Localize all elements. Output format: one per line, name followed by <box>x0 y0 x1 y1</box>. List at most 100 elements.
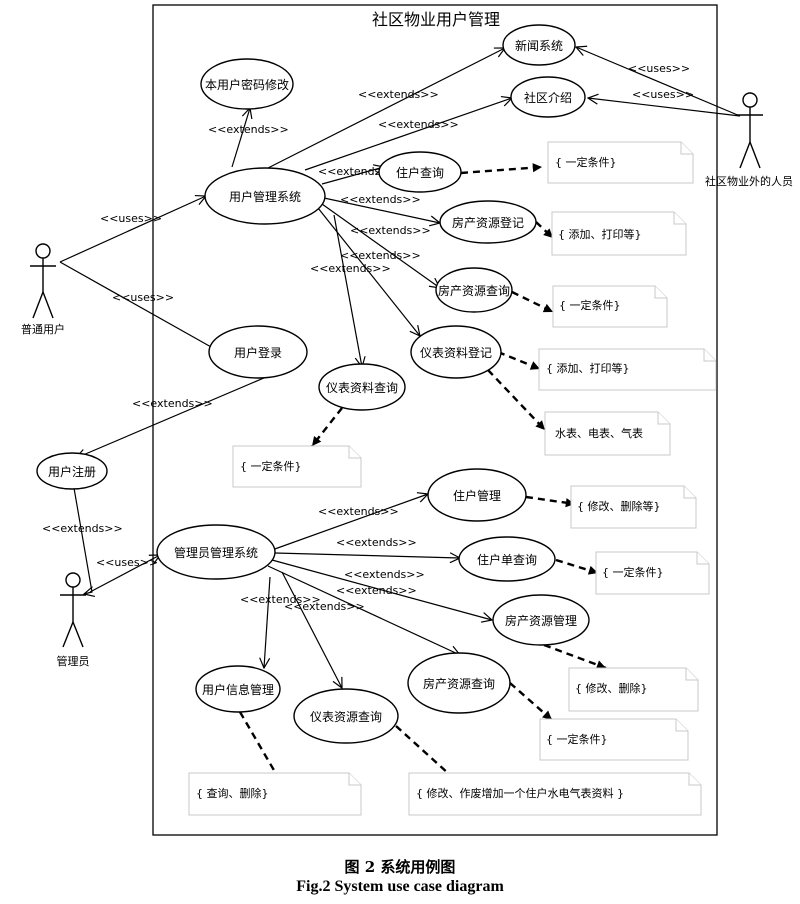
extends-label: <<extends>> <box>336 536 417 549</box>
uses-label: <<uses>> <box>112 291 174 304</box>
usecase-property-query: 房产资源查询 <box>435 267 513 313</box>
system-boundary <box>152 4 718 836</box>
note-text: { 添加、打印等} <box>558 227 642 241</box>
assoc-outsider-news <box>576 47 741 117</box>
note-text: { 修改、作废增加一个住户水电气表资料 } <box>416 786 624 800</box>
actor-head <box>742 92 758 108</box>
assoc-admin-adminmgmt <box>89 555 160 593</box>
assoc-user-usermgmt <box>59 196 206 263</box>
note-4: { 添加、打印等} <box>538 348 717 391</box>
note-text: { 修改、删除} <box>575 681 648 695</box>
actor-outsider: 社区物业外的人员 <box>705 92 793 188</box>
assoc-adminmgmt-residentmgmt <box>271 494 428 551</box>
assoc-usermgmt-intro <box>304 98 512 171</box>
extends-label: <<extends>> <box>350 224 431 237</box>
system-title: 社区物业用户管理 <box>372 10 500 29</box>
note-3: { 一定条件} <box>552 285 668 328</box>
dash-propreg-note <box>535 221 554 239</box>
usecase-intro: 社区介绍 <box>510 76 586 118</box>
extends-label: <<extends>> <box>340 249 421 262</box>
note-11: { 查询、删除} <box>188 772 362 816</box>
dash-meterquery-note <box>311 407 343 447</box>
usecase-label: 新闻系统 <box>515 38 563 53</box>
usecase-login: 用户登录 <box>208 325 308 379</box>
usecase-user-info-mgmt: 用户信息管理 <box>195 665 281 713</box>
notes: { 一定条件} { 添加、打印等} { 一定条件} { 添加、打印等} <box>188 141 717 816</box>
usecase-label: 用户注册 <box>48 464 96 479</box>
uses-label: <<uses>> <box>100 212 162 225</box>
note-text: 水表、电表、气表 <box>555 426 643 440</box>
uses-label: <<uses>> <box>632 88 694 101</box>
dash-userinfo-note <box>238 711 277 773</box>
usecase-label: 用户登录 <box>234 345 282 360</box>
usecase-label: 社区介绍 <box>524 90 572 105</box>
assoc-adminmgmt-propsourcequery <box>267 565 460 655</box>
assoc-usermgmt-meterquery <box>333 214 362 367</box>
dash-meterreg-note2 <box>487 369 546 431</box>
usecase-label: 仪表资料查询 <box>326 381 398 395</box>
extends-label: <<extends>> <box>240 593 321 606</box>
assoc-outsider-intro <box>588 98 741 117</box>
usecase-property-mgmt: 房产资源管理 <box>492 594 590 646</box>
extends-label: <<extends>> <box>318 505 399 518</box>
dash-residentquery-note <box>460 163 543 175</box>
extends-label: <<extends>> <box>336 584 417 597</box>
dash-propsourcequery-note <box>509 682 553 721</box>
usecase-label: 本用户密码修改 <box>205 77 289 92</box>
usecase-label: 用户信息管理 <box>202 682 274 697</box>
usecase-property-reg: 房产资源登记 <box>439 200 537 244</box>
note-text: { 修改、删除等} <box>577 499 661 513</box>
usecase-register: 用户注册 <box>36 452 108 490</box>
usecase-label: 房产资源登记 <box>452 215 524 230</box>
usecase-label: 住户管理 <box>453 488 501 503</box>
usecase-label: 住户单查询 <box>477 552 537 567</box>
note-1: { 一定条件} <box>547 141 694 184</box>
assoc-usermgmt-propreg <box>323 197 440 223</box>
associations <box>59 47 741 688</box>
usecase-label: 房产资源管理 <box>505 613 577 628</box>
note-6: { 一定条件} <box>232 445 362 488</box>
extends-label: <<extends>> <box>344 568 425 581</box>
note-12: { 修改、作废增加一个住户水电气表资料 } <box>408 772 702 816</box>
assoc-usermgmt-password <box>231 108 250 168</box>
assoc-usermgmt-meterreg <box>317 207 420 336</box>
note-text: { 查询、删除} <box>196 786 269 800</box>
extends-label: <<extends>> <box>340 193 421 206</box>
assoc-adminmgmt-residentlistquery <box>274 553 460 558</box>
note-2: { 添加、打印等} <box>551 211 687 256</box>
assoc-usermgmt-propquery <box>321 203 440 288</box>
actor-admin: 管理员 <box>57 572 90 668</box>
note-text: { 一定条件} <box>555 155 617 169</box>
actor-label: 社区物业外的人员 <box>705 174 793 188</box>
figure-caption-en: Fig.2 System use case diagram <box>296 878 504 895</box>
relation-labels: <<uses>> <<uses>> <<uses>> <<uses>> <<us… <box>42 62 694 613</box>
assoc-login-register <box>76 365 293 458</box>
extends-label: <<extends>> <box>284 600 365 613</box>
note-text: { 一定条件} <box>546 732 608 746</box>
note-7: { 修改、删除等} <box>570 485 697 529</box>
actor-user: 普通用户 <box>21 243 65 336</box>
extends-label: <<extends>> <box>318 165 399 178</box>
assoc-usermgmt-news <box>267 48 505 169</box>
note-9: { 修改、删除} <box>568 667 699 712</box>
assoc-adminmgmt-userinfo <box>264 576 271 668</box>
extends-label: <<extends>> <box>42 522 123 535</box>
usecase-label: 房产资源查询 <box>423 676 495 691</box>
usecase-label: 用户管理系统 <box>229 189 301 204</box>
usecase-meter-source-query: 仪表资源查询 <box>293 688 399 744</box>
dash-residentlistquery-note <box>555 558 599 575</box>
assoc-adminmgmt-propmgmt <box>271 559 492 620</box>
usecase-news: 新闻系统 <box>502 24 576 66</box>
extends-label: <<extends>> <box>378 118 459 131</box>
usecase-label: 仪表资源查询 <box>310 710 382 724</box>
extends-label: <<extends>> <box>358 88 439 101</box>
dash-residentmgmt-note <box>525 495 576 508</box>
dash-meterreg-note <box>497 350 541 371</box>
assoc-user-login <box>59 261 220 352</box>
extends-label: <<extends>> <box>310 262 391 275</box>
note-8: { 一定条件} <box>595 551 710 595</box>
uses-label: <<uses>> <box>628 62 690 75</box>
usecase-label: 住户查询 <box>396 165 444 180</box>
usecase-resident-query: 住户查询 <box>378 151 462 193</box>
